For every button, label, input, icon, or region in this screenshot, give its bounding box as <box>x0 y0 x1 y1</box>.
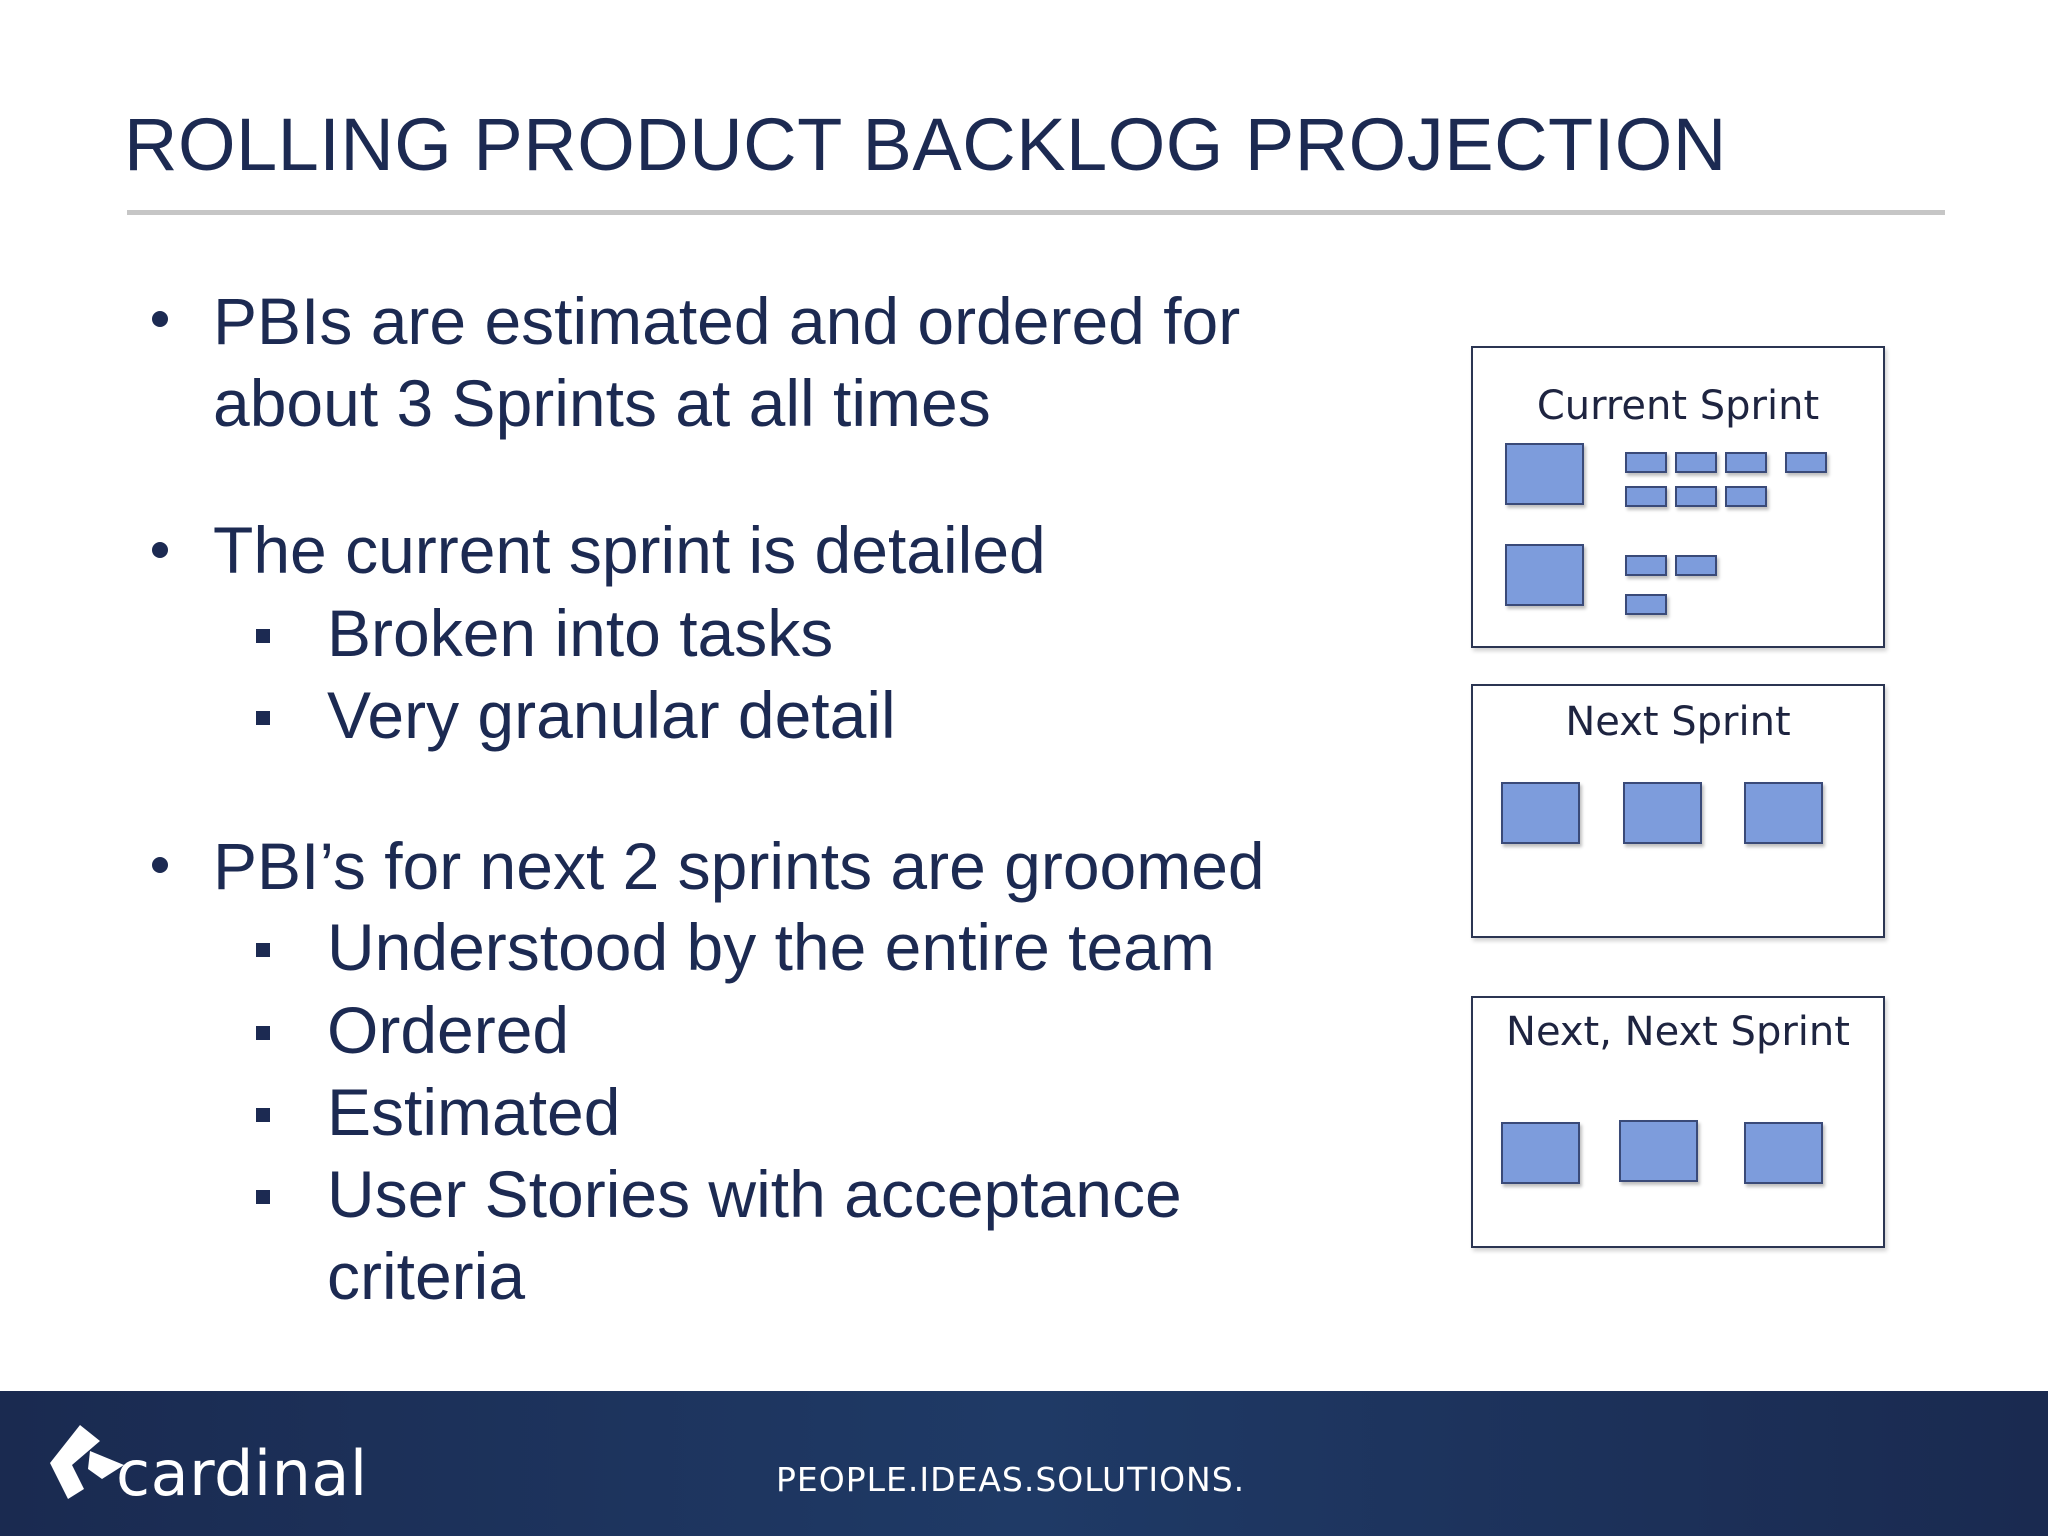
subbullet-text: Ordered <box>327 993 570 1067</box>
slide-title: ROLLING PRODUCT BACKLOG PROJECTION <box>124 103 1727 186</box>
bullet-text: about 3 Sprints at all times <box>213 366 991 440</box>
bullet-text: PBIs are estimated and ordered for <box>213 284 1241 358</box>
bullet-text: The current sprint is detailed <box>213 513 1046 587</box>
subbullet-text: Very granular detail <box>327 678 896 752</box>
task-card <box>1675 452 1717 473</box>
subbullet-text: Understood by the entire team <box>327 910 1215 984</box>
cardinal-logo-icon <box>44 1419 128 1508</box>
task-card <box>1675 486 1717 507</box>
bullet-marker <box>152 857 168 873</box>
subbullet-text: User Stories with acceptance <box>327 1157 1182 1231</box>
task-card <box>1625 452 1667 473</box>
task-card <box>1675 555 1717 576</box>
task-card <box>1625 555 1667 576</box>
subbullet-marker <box>256 711 270 725</box>
subbullet-marker <box>256 629 270 643</box>
footer-bar: cardinal PEOPLE.IDEAS.SOLUTIONS. <box>0 1391 2048 1536</box>
task-card <box>1785 452 1827 473</box>
story-card <box>1501 1122 1580 1184</box>
sprint-box-next: Next Sprint <box>1471 684 1885 938</box>
task-card <box>1625 594 1667 615</box>
subbullet-marker <box>256 1108 270 1122</box>
story-card <box>1501 782 1580 844</box>
story-card <box>1505 544 1584 606</box>
story-card <box>1744 782 1823 844</box>
task-card <box>1625 486 1667 507</box>
sprint-box-next-next: Next, Next Sprint <box>1471 996 1885 1248</box>
story-card <box>1619 1120 1698 1182</box>
story-card <box>1505 443 1584 505</box>
task-card <box>1725 486 1767 507</box>
subbullet-text: Estimated <box>327 1075 621 1149</box>
story-card <box>1744 1122 1823 1184</box>
subbullet-marker <box>256 1190 270 1204</box>
bullet-list: PBIs are estimated and ordered for about… <box>152 284 1265 1313</box>
title-divider <box>127 210 1945 215</box>
bullet-marker <box>152 311 168 327</box>
sprint-title: Current Sprint <box>1536 383 1820 429</box>
bullet-marker <box>152 542 168 558</box>
logo-text: cardinal <box>116 1437 368 1510</box>
footer-tagline: PEOPLE.IDEAS.SOLUTIONS. <box>776 1460 1246 1499</box>
task-card <box>1725 452 1767 473</box>
subbullet-marker <box>256 1026 270 1040</box>
sprint-box-current: Current Sprint <box>1471 346 1885 648</box>
subbullet-marker <box>256 943 270 957</box>
subbullet-text: criteria <box>327 1239 526 1313</box>
subbullet-text: Broken into tasks <box>327 596 834 670</box>
sprint-title: Next, Next Sprint <box>1506 1009 1850 1055</box>
sprint-title: Next Sprint <box>1565 699 1791 745</box>
bullet-text: PBI’s for next 2 sprints are groomed <box>213 829 1265 903</box>
story-card <box>1623 782 1702 844</box>
